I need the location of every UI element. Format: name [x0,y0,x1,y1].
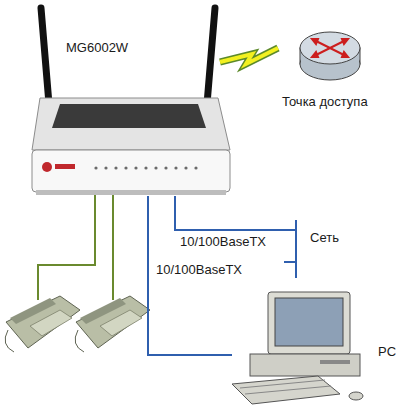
node-label: PC [378,344,396,359]
router-logo [42,162,52,172]
network-node: Сеть [296,220,356,278]
router-front [32,150,230,192]
antenna [207,8,215,104]
pc-node: PC [232,288,402,404]
phone-wire [38,195,95,300]
router-leds [94,166,197,169]
router-panel [52,104,206,128]
edge-label: 10/100BaseTX [156,262,242,277]
node-label: Сеть [310,230,339,245]
phone-symbol [75,296,150,352]
node-label: MG6002W [66,40,128,55]
access-point-node: Точка доступа [278,22,402,112]
wireless-bolt-outline [220,48,278,64]
wireless-link [220,48,278,64]
edge-label: 10/100BaseTX [180,234,266,249]
ethernet-cable [175,196,296,230]
router-node: MG6002W [30,6,220,196]
network-bus [295,220,297,278]
access-point-icon [300,32,360,80]
router-base [36,190,226,195]
phone-wire [112,195,114,300]
network-tap [284,261,296,263]
router-top [32,98,230,150]
antenna [41,8,49,104]
node-label: Точка доступа [282,94,368,109]
router-logo [55,164,75,169]
phone-symbol [5,296,80,352]
pc-symbol [232,292,363,404]
